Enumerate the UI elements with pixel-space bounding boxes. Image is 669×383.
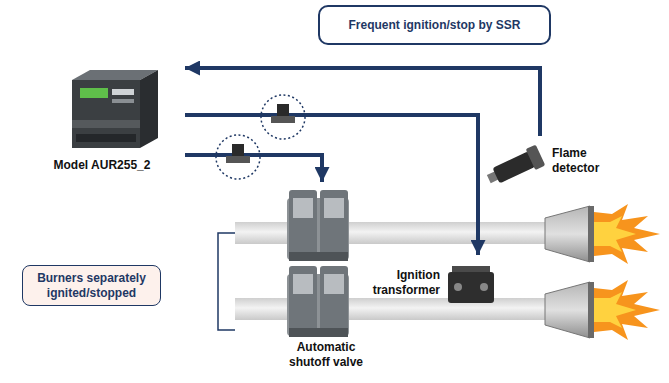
drawing-part — [448, 272, 494, 303]
drawing-part — [594, 292, 636, 328]
drawing-part — [324, 198, 344, 218]
gas-pipe — [235, 298, 547, 320]
ignition-transformer: Ignition transformer — [352, 255, 502, 309]
drawing-part — [293, 274, 313, 294]
drawing-part — [320, 266, 348, 336]
note-box: Burners separately ignited/stopped — [22, 265, 161, 306]
shutoff-valve: Automatic shutoff valve — [278, 182, 374, 378]
drawing-part — [588, 282, 594, 338]
drawing-part — [216, 135, 260, 179]
drawing-part — [271, 116, 295, 123]
controller-unit: Model AUR255_2 — [38, 62, 185, 174]
valve-illustration — [287, 190, 349, 261]
node-label: Burners separately ignited/stopped — [31, 271, 152, 301]
drawing-part — [277, 104, 289, 116]
ssr-symbol — [261, 95, 305, 139]
drawing-part — [76, 134, 136, 142]
drawing-part — [324, 274, 344, 294]
signal-arrow — [185, 155, 322, 182]
drawing-part — [72, 120, 140, 128]
flame-detector: Flame detector — [486, 136, 611, 190]
drawing-part — [140, 70, 158, 148]
drawing-part — [594, 204, 660, 264]
drawing-part — [293, 198, 313, 218]
transformer-illustration — [448, 266, 494, 303]
gas-pipe — [235, 222, 547, 244]
drawing-part — [289, 266, 317, 336]
drawing-part — [594, 216, 636, 252]
ssr-symbol — [216, 135, 260, 179]
valve-illustration — [287, 266, 349, 337]
drawing-part — [480, 283, 488, 291]
signal-arrow — [185, 68, 540, 136]
drawing-part — [112, 99, 134, 103]
burner-illustration — [545, 204, 660, 264]
drawing-part — [226, 156, 250, 163]
group-bracket — [218, 233, 235, 330]
node-label: Frequent ignition/stop by SSR — [349, 18, 521, 33]
drawing-part — [526, 145, 546, 170]
drawing-part — [72, 80, 140, 148]
flame-detector-illustration — [484, 145, 545, 190]
drawing-part — [80, 88, 108, 98]
drawing-part — [289, 252, 348, 261]
callout-box: Frequent ignition/stop by SSR — [318, 5, 551, 45]
node-label: Model AUR255_2 — [38, 158, 166, 173]
node-label: Automatic shutoff valve — [278, 340, 374, 370]
burner-illustration — [545, 280, 660, 340]
signal-arrow — [185, 115, 478, 255]
node-label: Flame detector — [552, 146, 610, 176]
drawing-part — [320, 190, 348, 260]
drawing-part — [594, 280, 660, 340]
drawing-part — [454, 283, 462, 291]
drawing-part — [289, 190, 317, 260]
controller-illustration — [72, 70, 158, 148]
drawing-part — [112, 89, 134, 95]
drawing-part — [545, 206, 590, 262]
drawing-part — [289, 328, 348, 337]
drawing-part — [588, 206, 594, 262]
drawing-part — [545, 282, 590, 338]
node-label: Ignition transformer — [354, 268, 440, 298]
drawing-part — [232, 144, 244, 156]
drawing-part — [261, 95, 305, 139]
